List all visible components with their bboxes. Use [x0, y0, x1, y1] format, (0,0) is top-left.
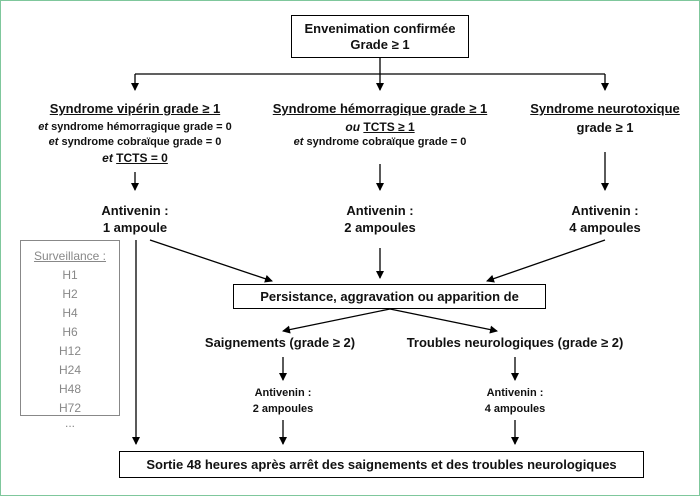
neuro-antivenin-label: Antivenin : — [571, 203, 639, 218]
saignements-title: Saignements (grade ≥ 2) — [204, 335, 356, 350]
surveillance-item: H1 — [62, 268, 78, 282]
viperin-title: Syndrome vipérin grade ≥ 1 — [49, 101, 221, 116]
viperin-antivenin-dose: 1 ampoule — [102, 220, 168, 235]
viperin-line2-text: syndrome hémorragique grade = 0 — [48, 121, 232, 133]
surveillance-item: H6 — [62, 325, 78, 339]
surveillance-item: H48 — [58, 382, 81, 396]
surveillance-item: H4 — [62, 306, 78, 320]
hemorragique-line3-text: syndrome cobraïque grade = 0 — [303, 136, 467, 148]
hemorragique-line2: ou TCTS ≥ 1 — [280, 120, 480, 134]
top-box-line1: Envenimation confirmée — [304, 21, 456, 36]
troubles-antivenin-label: Antivenin : — [486, 387, 544, 399]
troubles-antivenin-dose: 4 ampoules — [484, 403, 546, 415]
viperin-line4-prefix: et — [102, 151, 113, 165]
surveillance-item: H72 — [58, 401, 81, 415]
hemorragique-antivenin-label: Antivenin : — [346, 203, 414, 218]
surveillance-box: Surveillance : H1 H2 H4 H6 H12 H24 H48 H… — [20, 240, 120, 429]
hemorragique-line3: et syndrome cobraïque grade = 0 — [265, 136, 495, 148]
viperin-line2-prefix: et — [38, 121, 49, 133]
persistence-box: Persistance, aggravation ou apparition d… — [233, 284, 546, 309]
top-box-line2: Grade ≥ 1 — [350, 37, 410, 52]
viperin-line4: et TCTS = 0 — [35, 151, 235, 165]
troubles-title: Troubles neurologiques (grade ≥ 2) — [406, 335, 624, 350]
viperin-line4-text: TCTS = 0 — [116, 151, 168, 165]
top-box: Envenimation confirmée Grade ≥ 1 — [291, 15, 469, 58]
sortie-box: Sortie 48 heures après arrêt des saignem… — [119, 451, 644, 478]
surveillance-item: ... — [64, 416, 75, 430]
surveillance-item: H24 — [58, 363, 81, 377]
surveillance-title: Surveillance : — [33, 249, 107, 263]
neuro-line2: grade ≥ 1 — [576, 120, 634, 135]
surveillance-item: H2 — [62, 287, 78, 301]
neuro-antivenin-dose: 4 ampoules — [569, 220, 641, 235]
hemorragique-line2-text: TCTS ≥ 1 — [363, 120, 415, 134]
saignements-antivenin-dose: 2 ampoules — [252, 403, 314, 415]
saignements-antivenin-label: Antivenin : — [254, 387, 312, 399]
viperin-line3: et syndrome cobraïque grade = 0 — [20, 136, 250, 148]
hemorragique-antivenin-dose: 2 ampoules — [344, 220, 416, 235]
viperin-line2: et syndrome hémorragique grade = 0 — [20, 121, 250, 133]
viperin-line3-text: syndrome cobraïque grade = 0 — [58, 136, 222, 148]
neuro-title: Syndrome neurotoxique — [530, 101, 680, 116]
viperin-line3-prefix: et — [48, 136, 59, 148]
viperin-antivenin-label: Antivenin : — [101, 203, 169, 218]
hemorragique-line2-prefix: ou — [345, 120, 361, 134]
hemorragique-title: Syndrome hémorragique grade ≥ 1 — [272, 101, 488, 116]
hemorragique-line3-prefix: et — [293, 136, 304, 148]
surveillance-item: H12 — [58, 344, 81, 358]
